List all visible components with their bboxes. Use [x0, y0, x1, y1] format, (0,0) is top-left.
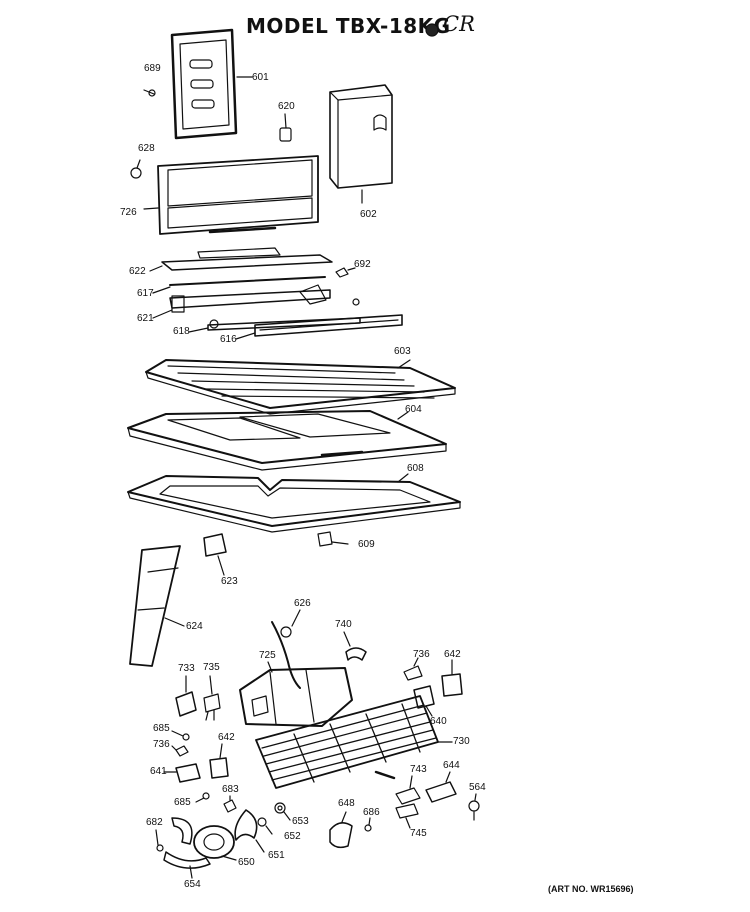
label-685-upper: 685 [153, 723, 170, 734]
label-624: 624 [186, 621, 203, 632]
part-745-plate [395, 803, 419, 829]
part-622-drip-tray [149, 247, 333, 272]
label-641: 641 [150, 766, 167, 777]
part-601-frame [170, 28, 238, 140]
label-603: 603 [394, 346, 411, 357]
label-740: 740 [335, 619, 352, 630]
part-621-bracket [152, 284, 360, 319]
label-651: 651 [268, 850, 285, 861]
label-604: 604 [405, 404, 422, 415]
label-735: 735 [203, 662, 220, 673]
part-726-evaporator-coil [143, 155, 319, 235]
label-689: 689 [144, 63, 161, 74]
part-617-rod [152, 276, 326, 294]
label-736-left: 736 [153, 739, 170, 750]
part-641-bracket [163, 763, 201, 783]
label-617: 617 [137, 288, 154, 299]
part-628-grommet [130, 159, 142, 179]
part-733-relay [175, 675, 197, 717]
part-683-clip [223, 795, 237, 813]
part-654-bracket [163, 817, 211, 879]
label-745: 745 [410, 828, 427, 839]
label-686: 686 [363, 807, 380, 818]
art-number: (ART NO. WR15696) [548, 884, 634, 894]
label-628: 628 [138, 143, 155, 154]
part-740-clamp [343, 631, 367, 661]
label-648: 648 [338, 798, 355, 809]
label-618: 618 [173, 326, 190, 337]
part-640-relay [413, 685, 435, 717]
part-626-tube [271, 609, 301, 689]
part-685-screw-upper [171, 730, 190, 741]
part-642-relay [441, 659, 463, 697]
part-624-panel [129, 545, 185, 667]
label-642-right: 642 [444, 649, 461, 660]
label-736-right: 736 [413, 649, 430, 660]
label-626: 626 [294, 598, 311, 609]
part-650-fan-motor [193, 825, 237, 861]
part-620-plug [279, 113, 292, 142]
label-652: 652 [284, 831, 301, 842]
part-736-clip [171, 745, 189, 757]
label-622: 622 [129, 266, 146, 277]
part-685-screw-lower [195, 792, 210, 803]
label-623: 623 [221, 576, 238, 587]
label-601: 601 [252, 72, 269, 83]
part-743-bracket [395, 775, 421, 805]
part-648-overload [329, 811, 353, 849]
part-735-switch [203, 675, 221, 721]
label-653: 653 [292, 816, 309, 827]
label-564: 564 [469, 782, 486, 793]
label-616: 616 [220, 334, 237, 345]
title-stamp-mark [425, 23, 439, 37]
label-730: 730 [453, 736, 470, 747]
part-604-shelf [127, 410, 447, 471]
label-682: 682 [146, 817, 163, 828]
label-733: 733 [178, 663, 195, 674]
part-652-washer [257, 817, 273, 835]
handwritten-note: CR [443, 12, 475, 36]
part-564-screw [468, 793, 480, 821]
label-621: 621 [137, 313, 154, 324]
part-603-shelf [145, 359, 456, 415]
label-620: 620 [278, 101, 295, 112]
part-682-screw [155, 829, 164, 852]
label-650: 650 [238, 857, 255, 868]
part-602-control-housing [329, 84, 393, 204]
part-616-rail [235, 314, 403, 340]
label-683: 683 [222, 784, 239, 795]
label-654: 654 [184, 879, 201, 890]
label-726: 726 [120, 207, 137, 218]
part-725-compressor [239, 661, 353, 727]
label-725: 725 [259, 650, 276, 661]
part-736-bracket [403, 657, 423, 681]
part-609-roller [317, 531, 349, 547]
label-692: 692 [354, 259, 371, 270]
part-692-clip [335, 267, 356, 278]
label-640: 640 [430, 716, 447, 727]
part-623-cover [203, 533, 227, 576]
part-644-bracket [425, 771, 457, 803]
label-743: 743 [410, 764, 427, 775]
label-602: 602 [360, 209, 377, 220]
part-651-fan-blade [234, 809, 265, 853]
label-642-left: 642 [218, 732, 235, 743]
label-608: 608 [407, 463, 424, 474]
model-title: MODEL TBX-18KG [246, 14, 451, 38]
label-609: 609 [358, 539, 375, 550]
label-685-lower: 685 [174, 797, 191, 808]
part-686-screw [364, 817, 372, 832]
part-730-condenser [255, 695, 453, 789]
part-642-capacitor [209, 743, 229, 779]
part-653-nut [274, 802, 291, 821]
label-644: 644 [443, 760, 460, 771]
part-689-screw [143, 89, 156, 97]
part-608-crisper-cover [127, 473, 461, 533]
